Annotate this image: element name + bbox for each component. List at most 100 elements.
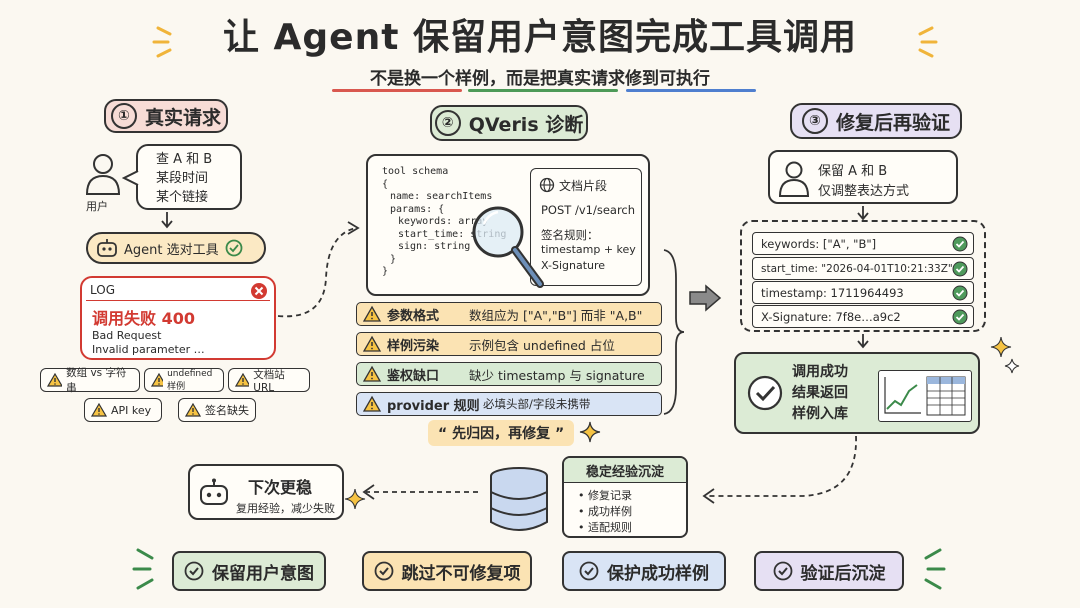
success-text: 调用成功 结果返回 样例入库 — [792, 362, 848, 425]
param-text: X-Signature: 7f8e…a9c2 — [761, 309, 901, 324]
issue-tag-signature-label: 签名缺失 — [205, 404, 249, 417]
request-line-3: 某个链接 — [156, 190, 209, 205]
log-line-1: Bad Request — [92, 329, 162, 342]
param-text: start_time: "2026-04-01T10:21:33Z" — [761, 262, 953, 275]
subtitle-underline-red — [332, 89, 462, 92]
diag-row-label: 参数格式 — [387, 308, 440, 324]
doc-rule-line-1: timestamp + key — [541, 243, 636, 256]
success-line: 结果返回 — [792, 385, 848, 401]
diag-row-text: 缺少 timestamp 与 signature — [469, 367, 645, 383]
stable-item-text: 适配规则 — [588, 521, 632, 534]
principle-pill-4: 验证后沉淀 — [754, 551, 904, 591]
preserved-intent-card: 保留 A 和 B 仅调整表达方式 — [768, 150, 958, 204]
stable-list: • 修复记录 • 成功样例 • 适配规则 — [578, 488, 632, 536]
sparkle-icon — [344, 488, 366, 510]
warning-icon — [362, 365, 382, 382]
stable-item: • 修复记录 — [578, 489, 632, 502]
check-circle-icon — [952, 285, 968, 301]
pill-label: 验证后沉淀 — [800, 563, 886, 584]
request-line-1: 查 A 和 B — [156, 152, 213, 167]
next-sub: 复用经验，减少失败 — [236, 502, 335, 515]
stable-item-text: 成功样例 — [588, 505, 632, 518]
diag-row-param-format: 参数格式 数组应为 ["A","B"] 而非 "A,B" — [356, 302, 662, 326]
tool-schema-code: tool schema { name: searchItems params: … — [382, 166, 506, 279]
issue-tag-array-label: 数组 vs 字符串 — [66, 367, 127, 394]
success-line: 样例入库 — [792, 406, 848, 422]
bracket-right — [663, 249, 685, 415]
log-line-2: Invalid parameter … — [92, 343, 205, 356]
pill-label: 保留用户意图 — [212, 563, 314, 584]
section1-title: 真实请求 — [144, 106, 221, 129]
arrow-down-icon — [857, 334, 869, 349]
warning-icon — [151, 373, 164, 387]
error-log-panel: LOG 调用失败 400 Bad Request Invalid paramet… — [80, 276, 276, 360]
issue-tag-array: 数组 vs 字符串 — [40, 367, 140, 394]
principle-pill-1: 保留用户意图 — [172, 551, 326, 591]
diag-row-text: 数组应为 ["A","B"] 而非 "A,B" — [469, 307, 643, 323]
magnifier-icon — [472, 206, 544, 288]
diag-row-label: 鉴权缺口 — [387, 368, 440, 384]
page-title: 让 Agent 保留用户意图完成工具调用 — [223, 17, 857, 58]
robot-icon — [200, 478, 228, 505]
diagnosis-panel: tool schema { name: searchItems params: … — [366, 154, 650, 296]
doc-endpoint: POST /v1/search — [541, 203, 636, 217]
warning-icon — [362, 335, 382, 352]
sparkle-icon — [990, 336, 1012, 358]
check-circle-icon — [579, 561, 599, 581]
sparkle-lines-right-icon — [918, 26, 938, 58]
section2-heading: ② QVeris 诊断 — [430, 105, 588, 141]
success-card: 调用成功 结果返回 样例入库 — [734, 352, 980, 434]
dashed-arrow-to-next — [362, 484, 478, 500]
line-chart-icon — [884, 376, 966, 416]
diag-row-label: provider 规则 — [387, 398, 480, 414]
section3-number: ③ — [801, 108, 828, 134]
param-text: keywords: ["A", "B"] — [761, 236, 877, 251]
arrow-down-icon — [161, 212, 173, 229]
next-title: 下次更稳 — [248, 478, 313, 497]
result-chart-icon — [878, 370, 972, 422]
globe-icon — [539, 177, 555, 193]
diag-row-auth-gap: 鉴权缺口 缺少 timestamp 与 signature — [356, 362, 662, 386]
section3-heading: ③ 修复后再验证 — [790, 103, 962, 139]
doc-title: 文档片段 — [559, 179, 608, 193]
stable-item-text: 修复记录 — [588, 489, 632, 502]
warning-icon — [47, 373, 63, 387]
pill-label: 跳过不可修复项 — [401, 563, 521, 584]
schema-line: tool schema — [382, 166, 449, 177]
check-circle-icon — [952, 261, 968, 277]
bubble-tail — [122, 170, 139, 186]
user-label: 用户 — [86, 200, 108, 213]
user-icon — [85, 154, 121, 195]
sparkle-small-icon — [1004, 358, 1020, 374]
error-close-icon — [251, 283, 267, 299]
section3-title: 修复后再验证 — [835, 111, 950, 134]
robot-icon — [97, 239, 117, 257]
schema-line: name: searchItems — [390, 191, 493, 202]
param-start-time: start_time: "2026-04-01T10:21:33Z" — [752, 257, 974, 280]
next-time-card: 下次更稳 复用经验，减少失败 — [188, 464, 344, 520]
schema-line: { — [382, 178, 389, 190]
issue-tag-url-label: 文档站 URL — [253, 368, 285, 394]
sparkle-lines-left-icon — [152, 26, 172, 58]
dashed-arrow-to-stable — [702, 435, 857, 504]
check-circle-icon — [952, 309, 968, 325]
check-circle-icon — [374, 561, 393, 581]
diag-row-text: 必填头部/字段未携带 — [483, 397, 591, 411]
issue-tag-undefined-label: undefined 样例 — [167, 368, 213, 392]
schema-line: params: { — [390, 203, 445, 215]
pill-label: 保护成功样例 — [607, 563, 709, 584]
issue-tag-undefined: undefined 样例 — [144, 368, 224, 392]
diag-row-text: 示例包含 undefined 占位 — [469, 337, 615, 353]
user-request-bubble: 查 A 和 B 某段时间 某个链接 — [136, 144, 242, 210]
param-text: timestamp: 1711964493 — [761, 285, 904, 300]
log-divider — [86, 300, 270, 301]
schema-line: } — [390, 253, 397, 265]
agent-label: Agent 选对工具 — [124, 242, 219, 258]
schema-line: sign: string — [398, 241, 471, 252]
section2-number: ② — [434, 110, 461, 136]
doc-rule-line-2: X-Signature — [541, 259, 606, 272]
page-subtitle: 不是换一个样例，而是把真实请求修到可执行 — [370, 69, 710, 89]
agent-select-tool: Agent 选对工具 — [86, 232, 266, 264]
dashed-arrow-log-to-diagnosis — [277, 221, 360, 318]
intent-line-2: 仅调整表达方式 — [818, 184, 910, 199]
